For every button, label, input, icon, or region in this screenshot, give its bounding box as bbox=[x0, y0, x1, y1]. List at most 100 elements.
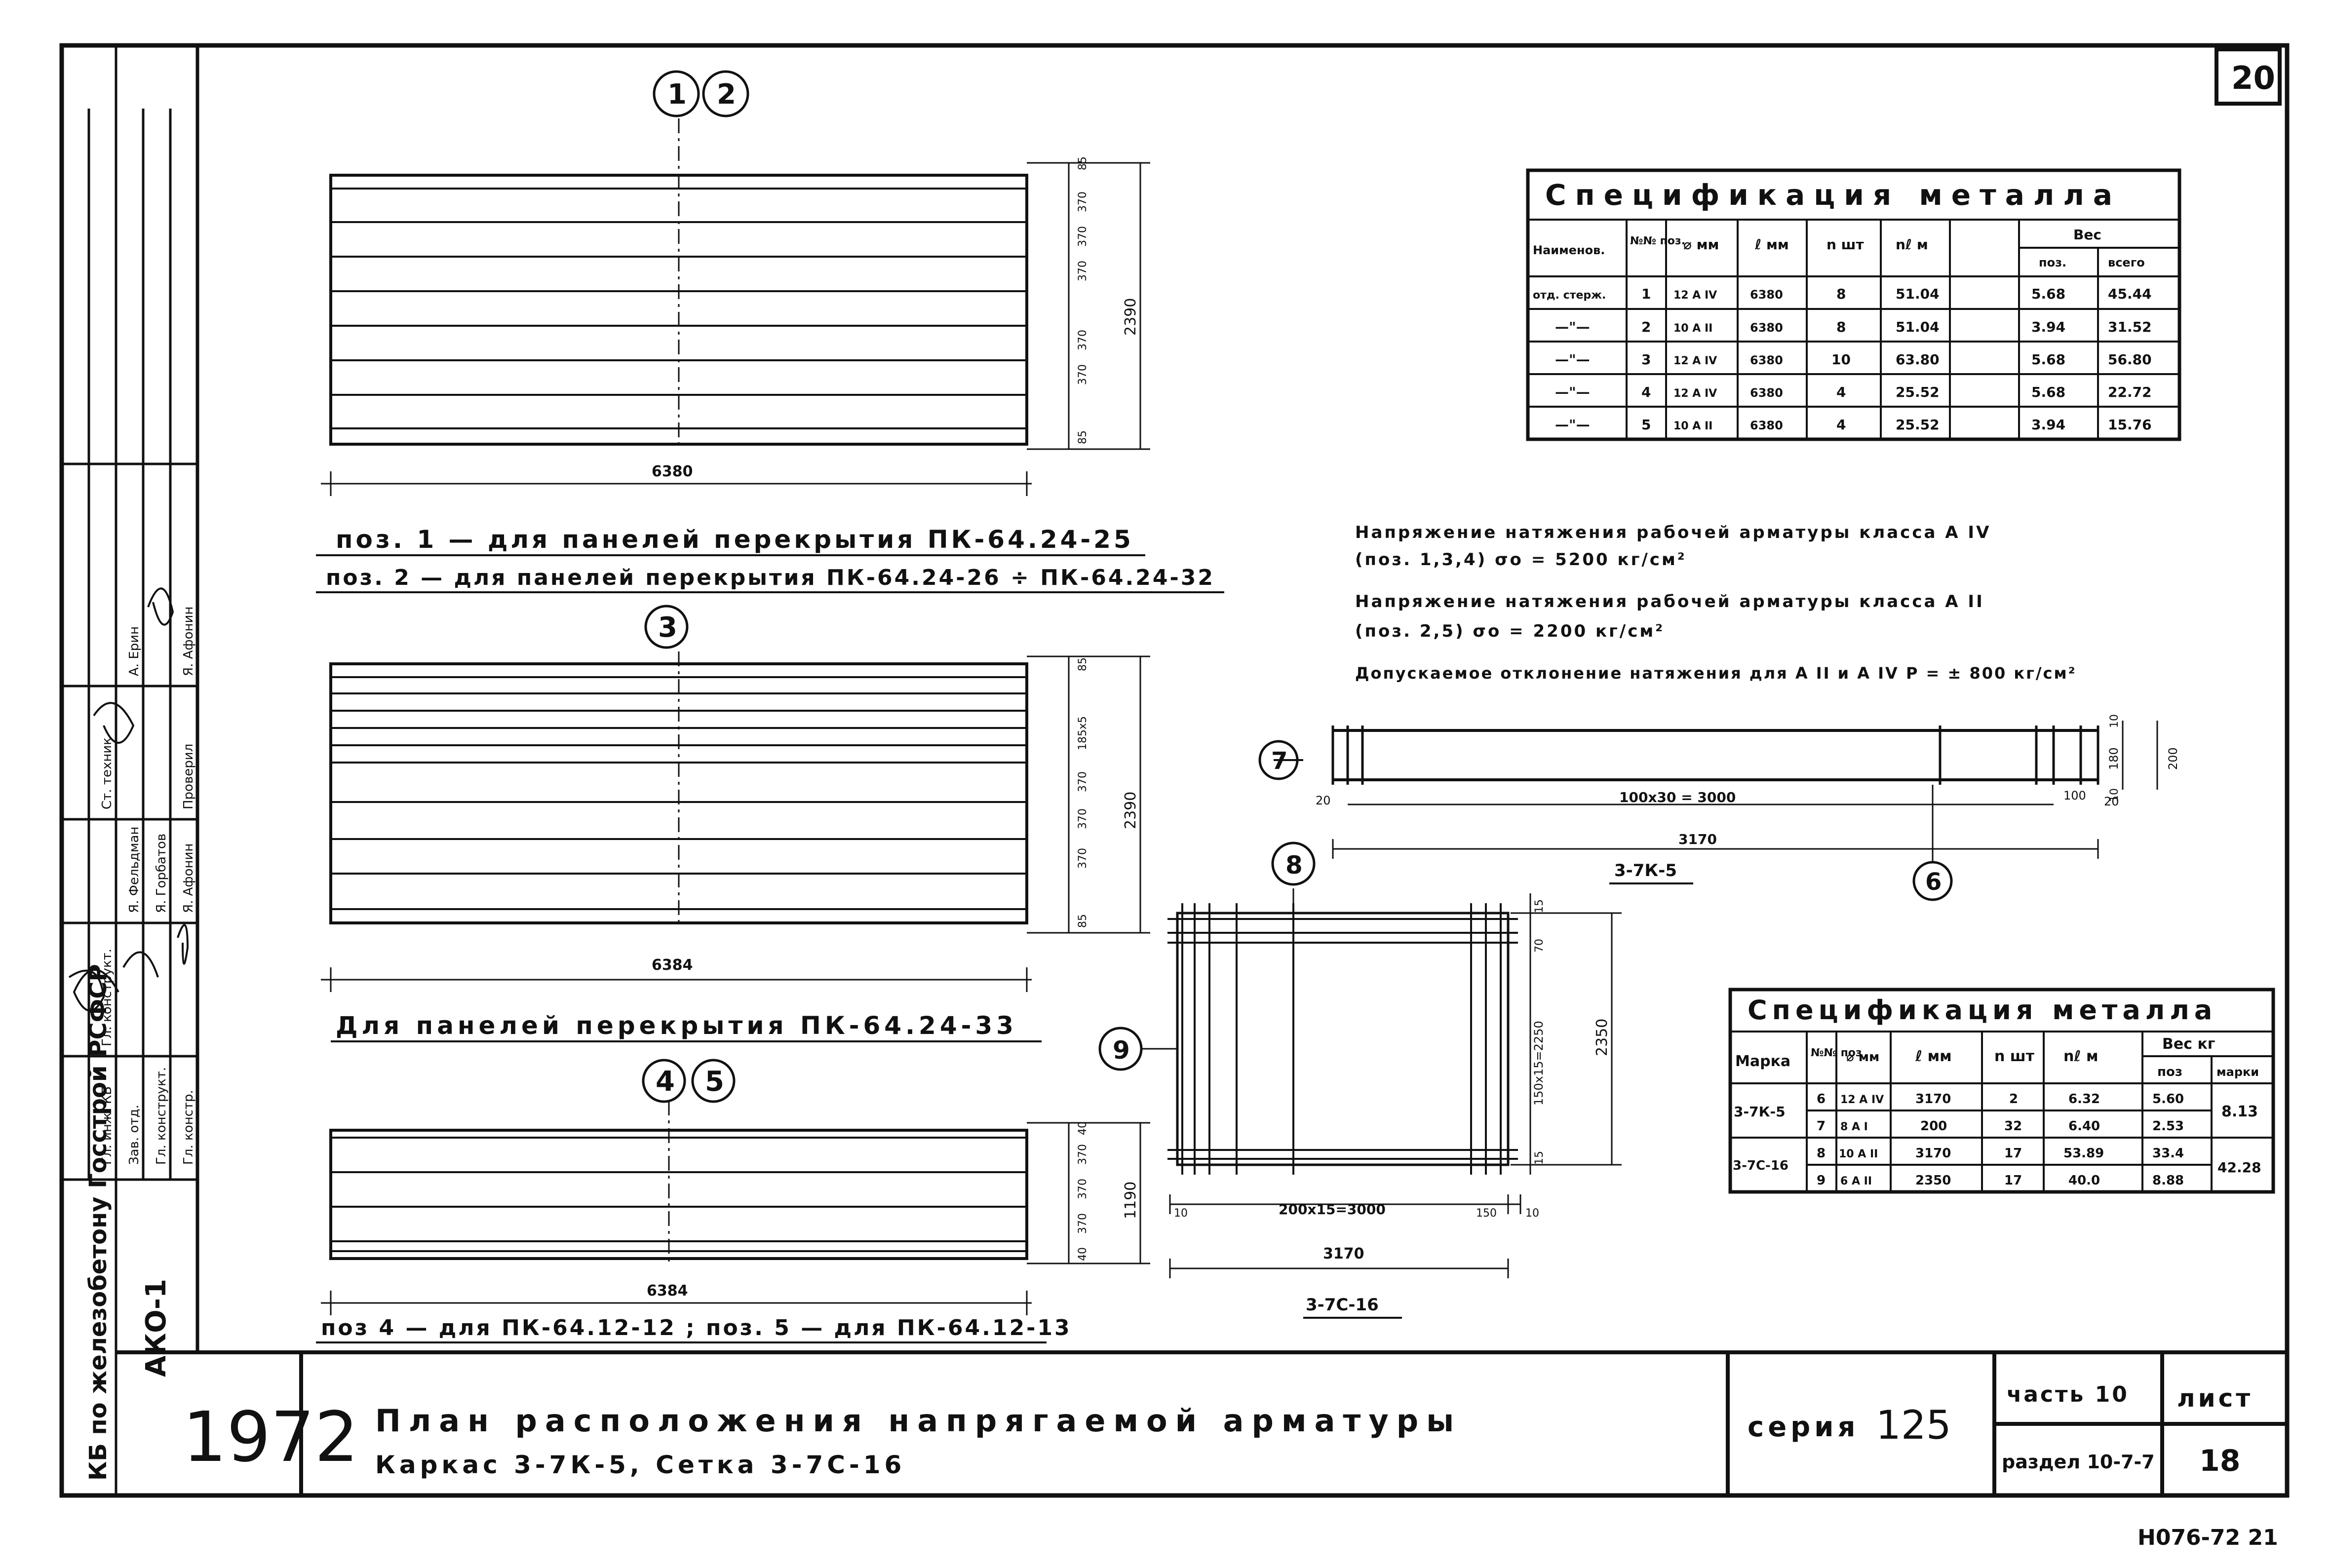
svg-text:5: 5 bbox=[1641, 417, 1651, 433]
svg-text:17: 17 bbox=[2004, 1173, 2022, 1188]
callout-1: 1 bbox=[667, 78, 687, 111]
karkas-label: 3-7К-5 bbox=[1614, 861, 1677, 880]
table-row: 8 10 А II 3170 17 53.89 33.4 bbox=[1817, 1146, 2184, 1161]
svg-text:85: 85 bbox=[1077, 156, 1089, 170]
svg-text:12 А IV: 12 А IV bbox=[1673, 289, 1717, 302]
table-row: —"— 2 10 А II 6380 8 51.04 3.94 31.52 bbox=[1555, 319, 2152, 335]
setka-dim-bottom-inner: 200х15=3000 bbox=[1279, 1201, 1386, 1218]
karkas-dim-left: 20 bbox=[1316, 794, 1331, 807]
svg-text:9: 9 bbox=[1817, 1173, 1826, 1188]
svg-text:370: 370 bbox=[1077, 848, 1089, 869]
setka-dim-left: 10 bbox=[1174, 1207, 1188, 1220]
svg-text:8: 8 bbox=[1836, 286, 1846, 302]
setka-dims-right: 15 70 150х15=2250 15 2350 bbox=[1532, 899, 1611, 1165]
sheet-number-box bbox=[2215, 47, 2282, 106]
svg-text:31.52: 31.52 bbox=[2108, 319, 2152, 335]
spec-2-total-1: 8.13 bbox=[2221, 1103, 2258, 1120]
drawing-title: План расположения напрягаемой арматуры bbox=[375, 1403, 1462, 1439]
svg-text:12 А IV: 12 А IV bbox=[1673, 355, 1717, 367]
svg-text:1190: 1190 bbox=[1122, 1182, 1139, 1219]
svg-text:поз.: поз. bbox=[2039, 256, 2066, 269]
callout-2: 2 bbox=[717, 78, 736, 111]
svg-text:6380: 6380 bbox=[1750, 419, 1783, 432]
svg-text:6: 6 bbox=[1817, 1092, 1826, 1107]
table-row: отд. стерж. 1 12 А IV 6380 8 51.04 5.68 … bbox=[1533, 286, 2152, 302]
svg-text:2350: 2350 bbox=[1594, 1019, 1611, 1056]
svg-text:370: 370 bbox=[1077, 1144, 1089, 1165]
table-row: —"— 5 10 А II 6380 4 25.52 3.94 15.76 bbox=[1555, 417, 2152, 433]
svg-text:3170: 3170 bbox=[1915, 1146, 1951, 1161]
svg-text:6380: 6380 bbox=[1750, 353, 1783, 367]
svg-text:370: 370 bbox=[1077, 330, 1089, 350]
callout-9: 9 bbox=[1113, 1036, 1130, 1065]
svg-text:6380: 6380 bbox=[1750, 321, 1783, 335]
svg-text:6380: 6380 bbox=[1750, 386, 1783, 400]
callout-8: 8 bbox=[1285, 851, 1303, 880]
spec-2-total-2: 42.28 bbox=[2217, 1159, 2261, 1176]
karkas-dim-total: 3170 bbox=[1678, 831, 1717, 847]
svg-text:Вес: Вес bbox=[2073, 227, 2101, 243]
spec-1-rows: отд. стерж. 1 12 А IV 6380 8 51.04 5.68 … bbox=[1533, 286, 2152, 433]
svg-text:2390: 2390 bbox=[1122, 298, 1139, 336]
series-number: 125 bbox=[1876, 1402, 1951, 1448]
spec-2-rows: 3-7К-5 8.13 6 12 А IV 3170 2 6.32 5.60 7… bbox=[1733, 1092, 2261, 1188]
svg-text:85: 85 bbox=[1077, 657, 1089, 671]
svg-text:370: 370 bbox=[1077, 261, 1089, 281]
setka-dim-right-a: 150 bbox=[1476, 1207, 1497, 1220]
svg-text:1: 1 bbox=[1641, 286, 1651, 302]
svg-text:2390: 2390 bbox=[1122, 792, 1139, 829]
svg-text:nℓ м: nℓ м bbox=[1896, 236, 1928, 253]
svg-text:4: 4 bbox=[1641, 384, 1651, 400]
footer-code: Н076-72 21 bbox=[2138, 1525, 2278, 1550]
svg-text:—"—: —"— bbox=[1555, 384, 1590, 400]
svg-text:⌀ мм: ⌀ мм bbox=[1846, 1050, 1879, 1065]
svg-text:nℓ м: nℓ м bbox=[2063, 1048, 2098, 1065]
svg-text:370: 370 bbox=[1077, 226, 1089, 247]
svg-text:6 А II: 6 А II bbox=[1840, 1175, 1872, 1187]
stamp-role-1: Гл. инж. КБ bbox=[100, 1086, 115, 1165]
note-3: Напряжение натяжения рабочей арматуры кл… bbox=[1355, 592, 1984, 612]
svg-text:8: 8 bbox=[1836, 319, 1846, 335]
org-name-vertical: КБ по железобетону Госстрой РСФСР bbox=[84, 964, 112, 1481]
svg-text:№№ поз.: №№ поз. bbox=[1630, 235, 1685, 247]
setka-label: 3-7С-16 bbox=[1306, 1295, 1379, 1315]
svg-text:Марка: Марка bbox=[1735, 1053, 1790, 1070]
karkas-dim-h4: 10 bbox=[2108, 788, 2121, 802]
svg-text:40: 40 bbox=[1077, 1247, 1089, 1261]
svg-text:7: 7 bbox=[1817, 1119, 1826, 1134]
spec-2-mark-2: 3-7С-16 bbox=[1733, 1158, 1788, 1173]
setka-plan bbox=[1098, 841, 1622, 1319]
svg-text:12 А IV: 12 А IV bbox=[1673, 387, 1717, 400]
svg-text:25.52: 25.52 bbox=[1896, 384, 1940, 400]
svg-text:22.72: 22.72 bbox=[2108, 384, 2152, 400]
svg-text:№№ поз: №№ поз bbox=[1811, 1047, 1862, 1059]
note-4: (поз. 2,5) σо = 2200 кг/см² bbox=[1355, 621, 1665, 641]
svg-text:марки: марки bbox=[2216, 1065, 2259, 1079]
stamp-name-3: Я. Афонин bbox=[181, 843, 196, 913]
svg-text:15: 15 bbox=[1533, 1151, 1546, 1165]
svg-text:8 А I: 8 А I bbox=[1840, 1121, 1868, 1133]
svg-text:63.80: 63.80 bbox=[1896, 351, 1940, 368]
svg-text:2: 2 bbox=[2009, 1092, 2018, 1107]
panel-1-caption-2: поз. 2 — для панелей перекрытия ПК-64.24… bbox=[326, 565, 1215, 590]
stamp-name-2: Я. Горбатов bbox=[154, 834, 169, 913]
spec-table-2 bbox=[1728, 988, 2275, 1194]
svg-text:45.44: 45.44 bbox=[2108, 286, 2152, 302]
callout-3: 3 bbox=[658, 612, 677, 644]
svg-text:отд. стерж.: отд. стерж. bbox=[1533, 289, 1606, 302]
spec-2-title: Спецификация металла bbox=[1748, 994, 2217, 1026]
svg-text:3.94: 3.94 bbox=[2031, 319, 2065, 335]
svg-text:370: 370 bbox=[1077, 191, 1089, 212]
series-code-vertical: АКО-1 bbox=[140, 1279, 172, 1377]
stamp-role-5: Гл. констр. bbox=[181, 1090, 196, 1165]
svg-text:—"—: —"— bbox=[1555, 319, 1590, 335]
svg-text:ℓ мм: ℓ мм bbox=[1754, 236, 1789, 253]
svg-text:185х5: 185х5 bbox=[1077, 716, 1089, 750]
sheet-frame bbox=[59, 43, 2290, 1498]
svg-text:Вес кг: Вес кг bbox=[2162, 1035, 2215, 1053]
svg-text:5.68: 5.68 bbox=[2031, 384, 2065, 400]
svg-text:200: 200 bbox=[1920, 1119, 1947, 1134]
karkas-dim-right-1: 100 bbox=[2063, 789, 2086, 803]
panel-3-plan bbox=[316, 1059, 1150, 1343]
svg-text:3170: 3170 bbox=[1915, 1092, 1951, 1107]
